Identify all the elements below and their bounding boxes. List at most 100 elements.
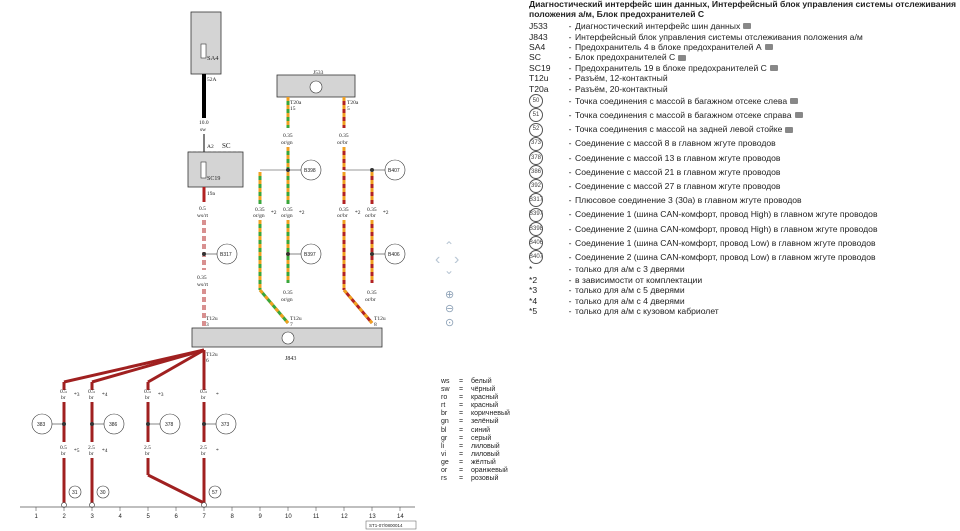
wire-wsrt-1-color: ws/rt: [197, 213, 208, 219]
color-name: жёлтый: [471, 458, 496, 466]
color-key-row: vi=лиловый: [441, 451, 510, 459]
ground-splice-dots: [62, 422, 206, 426]
gnd-size-1: 0.5: [60, 389, 67, 395]
legend-text: Точка соединения с массой в багажном отс…: [575, 95, 788, 106]
camera-icon[interactable]: [743, 23, 752, 30]
legend-text: только для а/м с 5 дверями: [575, 285, 685, 296]
camera-icon[interactable]: [790, 98, 799, 105]
wire-wsrt-3-color: ws/rt: [197, 282, 208, 288]
legend-dash: -: [568, 52, 572, 63]
color-key-row: gn = зелёный: [441, 418, 510, 426]
orgn-a-size: 0.35: [255, 207, 265, 213]
camera-icon[interactable]: [794, 112, 803, 119]
ruler-label: 14: [397, 514, 404, 520]
legend-text: только для а/м с кузовом кабриолет: [575, 305, 719, 316]
sa4-box[interactable]: [190, 11, 222, 75]
wire-orbr-top-size: 0.35: [339, 133, 349, 139]
color-abbr: gn: [441, 418, 449, 426]
legend-row: T20a-Разъём, 20-контактный: [529, 84, 957, 94]
legend-symbol: 373: [529, 136, 543, 151]
b407-label: B407: [388, 168, 400, 174]
color-eq: =: [459, 418, 464, 426]
t12u-pin7: T12u: [290, 316, 302, 322]
note-3b: *3: [158, 392, 164, 398]
sc-box[interactable]: [187, 151, 244, 188]
color-key-row: br=коричневый: [441, 410, 510, 418]
orgn-b-color: or/gn: [281, 213, 293, 219]
color-eq: =: [459, 386, 464, 394]
b407-connector[interactable]: [384, 159, 406, 181]
c386-label: 386: [109, 422, 118, 428]
legend-points: 50 - Точка соединения с массой в багажном …: [529, 94, 957, 265]
b398-connector[interactable]: [300, 159, 322, 181]
note-2a: *2: [271, 210, 277, 216]
ground-wires: [62, 348, 206, 505]
g57-marker[interactable]: [208, 485, 222, 499]
note-star-a: *: [216, 392, 219, 398]
legend-symbol: B407: [529, 250, 543, 265]
zoom-fit-icon[interactable]: ⊙: [445, 317, 455, 329]
legend-dash: -: [568, 181, 572, 192]
legend-row: 373-Соединение с массой 8 в главном жгут…: [529, 136, 957, 151]
color-name: зелёный: [471, 418, 499, 426]
c378-connector[interactable]: [159, 413, 181, 435]
legend-text: только для а/м с 3 дверями: [575, 264, 685, 275]
orbr-c-color: or/br: [365, 297, 376, 303]
legend-row: 378-Соединение с массой 13 в главном жгу…: [529, 150, 957, 165]
legend-symbol: 50: [529, 94, 543, 109]
legend-footnotes: *-только для а/м с 3 дверями*2-в зависим…: [529, 264, 957, 316]
ruler-label: 5: [147, 514, 151, 520]
legend-text: Блок предохранителей С: [575, 52, 676, 63]
legend-dash: -: [568, 138, 572, 149]
note-2d: *2: [383, 210, 389, 216]
c383-connector[interactable]: [31, 413, 53, 435]
note-5a: *5: [74, 448, 80, 454]
color-abbr: bl: [441, 426, 447, 434]
wire-wsrt-3-size: 0.35: [197, 275, 207, 281]
color-eq: =: [459, 442, 464, 450]
g30-marker[interactable]: [96, 485, 110, 499]
pan-down-icon[interactable]: ⌄: [444, 263, 455, 277]
orgn-b-size: 0.35: [283, 207, 293, 213]
color-name: белый: [471, 378, 492, 385]
legend-text: Соединение 1 (шина CAN-комфорт, провод H…: [575, 209, 878, 220]
legend-code: SA4: [529, 42, 546, 52]
camera-icon[interactable]: [769, 65, 778, 72]
color-key-row: sw=чёрный: [441, 386, 510, 394]
c378-label: 378: [165, 422, 174, 428]
camera-icon[interactable]: [785, 126, 794, 133]
legend-code: J843: [529, 31, 548, 42]
color-key-row: ws=белый: [441, 378, 510, 386]
lower-wires: [258, 220, 374, 324]
camera-icon[interactable]: [678, 54, 687, 61]
note-4a: *4: [102, 392, 108, 398]
ruler-label: 11: [313, 514, 320, 520]
j533-pin-right-num: 5: [347, 106, 350, 112]
c386-connector[interactable]: [103, 413, 125, 435]
legend-row: B406-Соединение 1 (шина CAN-комфорт, про…: [529, 236, 957, 250]
b397-connector[interactable]: [300, 243, 322, 265]
pan-right-icon[interactable]: ›: [454, 251, 460, 268]
legend-symbol: B398: [529, 221, 543, 236]
pan-left-icon[interactable]: ‹: [435, 251, 441, 268]
b317-connector[interactable]: [216, 243, 238, 265]
t12u-pin8-num: 8: [374, 322, 377, 328]
color-abbr: gr: [441, 434, 448, 442]
legend-row: SA4-Предохранитель 4 в блоке предохранит…: [529, 42, 957, 52]
g31-marker[interactable]: [68, 485, 82, 499]
legend-text: Соединение с массой 21 в главном жгуте п…: [575, 166, 781, 177]
color-abbr: ws: [441, 378, 450, 385]
zoom-out-icon[interactable]: ⊖: [445, 303, 455, 315]
wire-black-size: 10.0: [199, 120, 209, 126]
pan-up-icon[interactable]: ⌃: [444, 239, 455, 253]
camera-icon[interactable]: [764, 44, 773, 51]
color-eq: =: [459, 402, 464, 410]
zoom-in-icon[interactable]: ⊕: [445, 289, 455, 301]
c373-connector[interactable]: [215, 413, 237, 435]
b406-connector[interactable]: [384, 243, 406, 265]
ruler-label: 13: [369, 514, 376, 520]
legend-text: Соединение 2 (шина CAN-комфорт, провод L…: [575, 251, 876, 262]
color-key-row: rt=красный: [441, 402, 510, 410]
legend-text: Соединение с массой 13 в главном жгуте п…: [575, 152, 781, 163]
ruler-label: 3: [91, 514, 95, 520]
